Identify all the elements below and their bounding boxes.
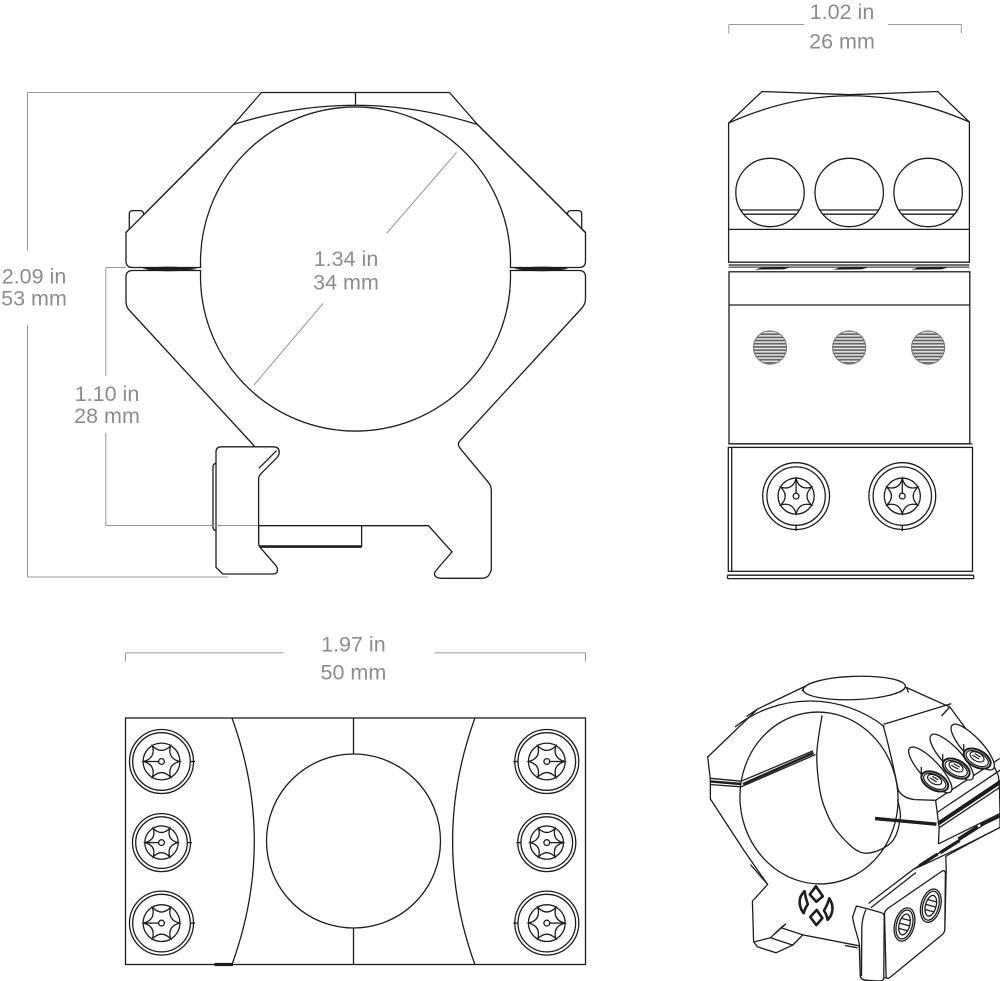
svg-text:26 mm: 26 mm (809, 29, 875, 53)
svg-text:2.09 in: 2.09 in (2, 265, 67, 289)
svg-text:1.10 in: 1.10 in (75, 382, 140, 406)
svg-text:1.97 in: 1.97 in (321, 633, 386, 657)
svg-text:53 mm: 53 mm (1, 286, 67, 310)
svg-text:1.02 in: 1.02 in (810, 0, 875, 24)
svg-text:28 mm: 28 mm (74, 404, 140, 428)
svg-text:1.34 in: 1.34 in (314, 247, 379, 271)
svg-text:34 mm: 34 mm (313, 271, 379, 295)
svg-text:50 mm: 50 mm (321, 661, 387, 685)
